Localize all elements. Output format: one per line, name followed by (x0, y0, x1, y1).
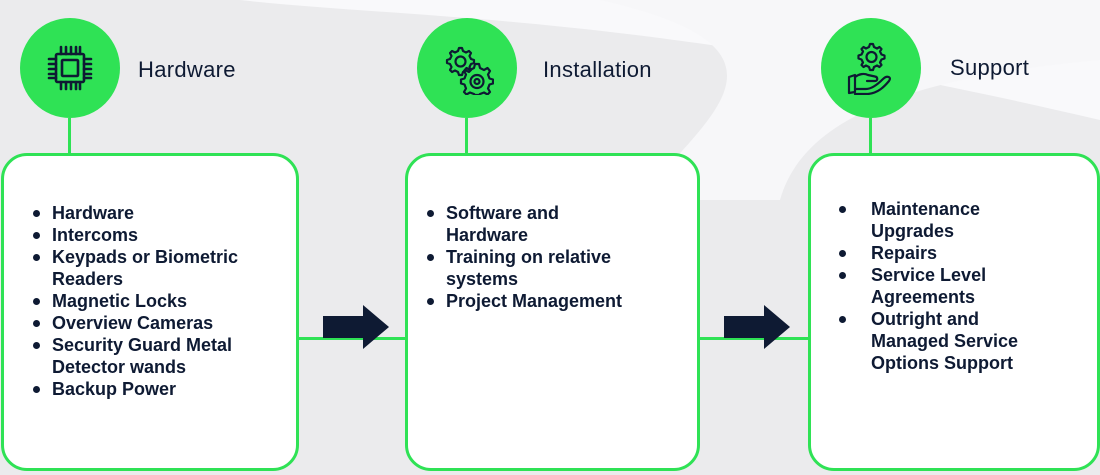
list-item: Intercoms (33, 224, 292, 246)
arrow-right-icon (323, 305, 389, 349)
cpu-chip-icon (47, 45, 93, 91)
hardware-list: Hardware Intercoms Keypads or Biometric … (33, 202, 292, 400)
list-item: Overview Cameras (33, 312, 292, 334)
support-stem (869, 118, 872, 153)
support-title: Support (950, 55, 1030, 80)
arrow-right-icon (724, 305, 790, 349)
installation-list: Software and Hardware Training on relati… (427, 202, 686, 312)
installation-stem (465, 118, 468, 153)
hand-gear-icon (847, 42, 891, 95)
installation-title: Installation (543, 57, 652, 82)
hardware-stem (68, 118, 71, 153)
list-item: Repairs (839, 242, 1076, 264)
installation-circle (417, 18, 517, 118)
installation-card: Software and Hardware Training on relati… (405, 153, 700, 471)
list-item: Training on relative systems (427, 246, 681, 290)
list-item: Security Guard Metal Detector wands (33, 334, 292, 378)
list-item: Hardware (33, 202, 292, 224)
list-item: Keypads or Biometric Readers (33, 246, 272, 290)
list-item: Service Level Agreements (839, 264, 1031, 308)
support-card: Maintenance Upgrades Repairs Service Lev… (808, 153, 1100, 471)
hardware-title: Hardware (138, 57, 236, 82)
connector-line-2 (700, 337, 808, 340)
connector-line-1 (299, 337, 405, 340)
list-item: Outright and Managed Service Options Sup… (839, 308, 1046, 374)
gears-icon (445, 46, 494, 95)
support-circle (821, 18, 921, 118)
list-item: Maintenance Upgrades (839, 198, 1031, 242)
list-item: Software and Hardware (427, 202, 626, 246)
list-item: Backup Power (33, 378, 292, 400)
support-list: Maintenance Upgrades Repairs Service Lev… (839, 198, 1076, 374)
hardware-circle (20, 18, 120, 118)
hardware-card: Hardware Intercoms Keypads or Biometric … (1, 153, 299, 471)
list-item: Magnetic Locks (33, 290, 292, 312)
list-item: Project Management (427, 290, 686, 312)
